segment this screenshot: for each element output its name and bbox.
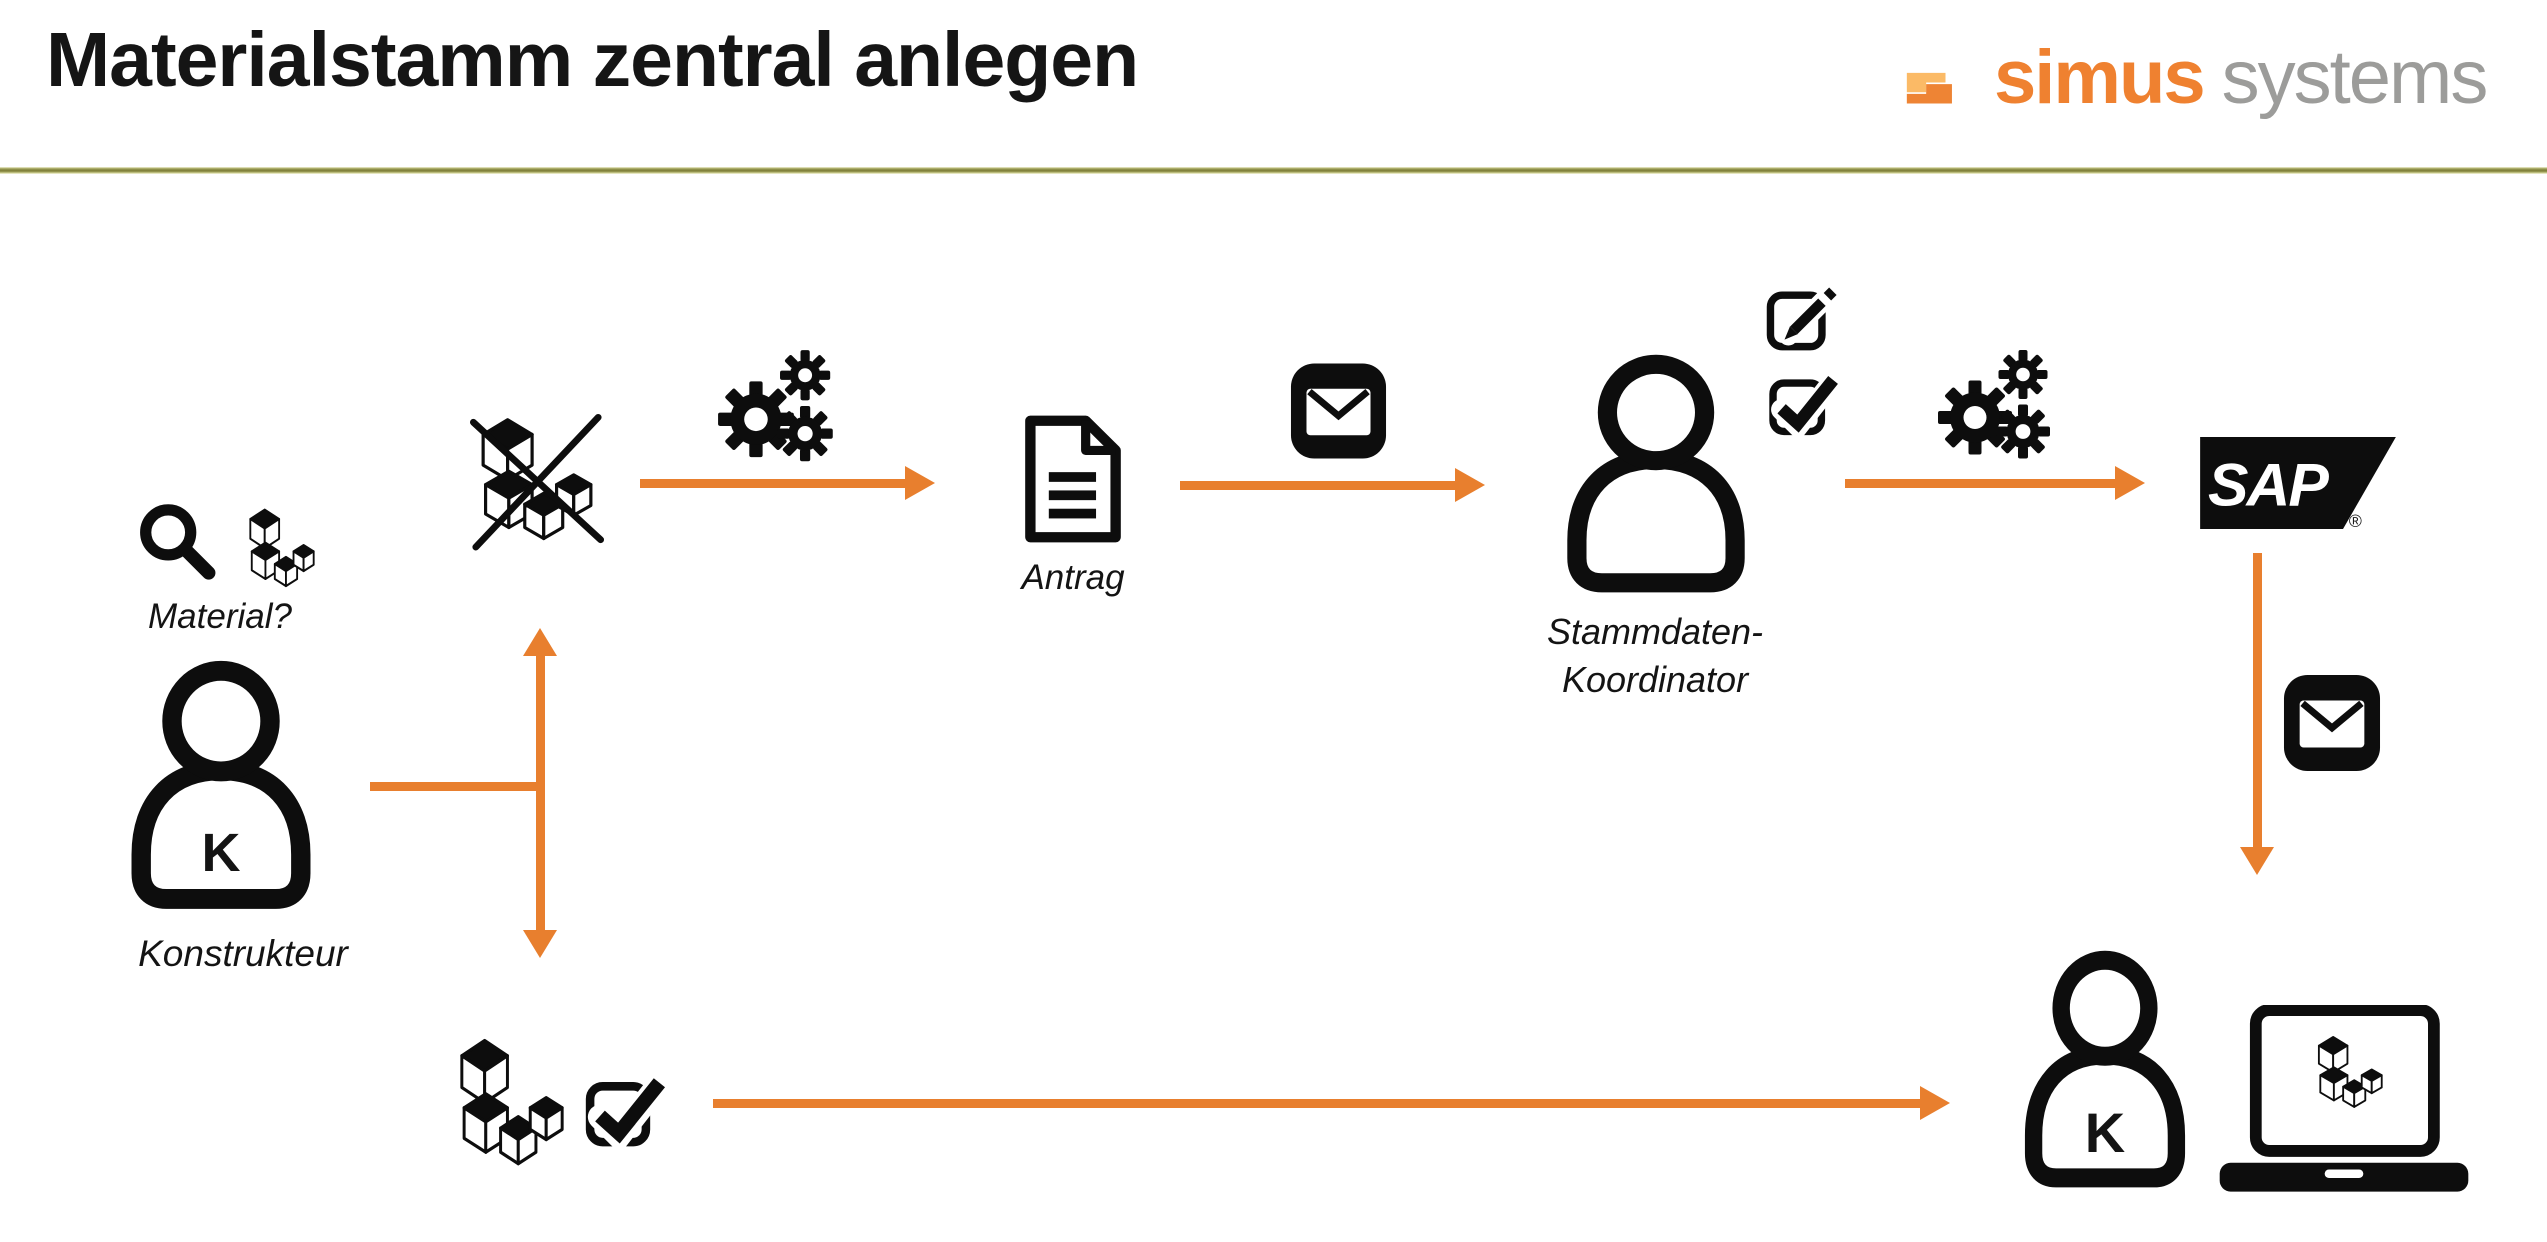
arrow-shaft [1845, 478, 2115, 488]
material-question-label: Material? [148, 597, 292, 636]
arrow-material-found-to-konstrukteur [713, 1086, 1950, 1120]
arrow-shaft [2252, 553, 2262, 847]
arrow-head [2240, 847, 2274, 875]
sap-logo: SAP ® [2200, 437, 2396, 529]
koordinator-person-icon [1543, 352, 1769, 603]
company-logo: simus systems [1902, 36, 2507, 146]
material-cubes-icon [246, 508, 318, 590]
arrow-head [2115, 466, 2145, 500]
crossed-cubes-icon [466, 410, 608, 552]
arrow-shaft [640, 478, 905, 488]
gears-icon [1935, 348, 2060, 463]
logo-brand: simus [1994, 35, 2206, 120]
konstrukteur-initial: K [201, 823, 241, 883]
sap-registered-mark: ® [2349, 511, 2362, 529]
arrow-antrag-to-koordinator [1180, 468, 1485, 502]
arrow-shaft [1180, 480, 1455, 490]
arrow-head [1455, 468, 1485, 502]
header-divider [0, 167, 2547, 174]
magnifier-icon [133, 500, 225, 590]
connector-konstrukteur [370, 782, 542, 791]
arrow-head [905, 466, 935, 500]
arrow-down-head [523, 930, 557, 958]
laptop-icon [2218, 1005, 2470, 1195]
arrow-missing-material-to-antrag [640, 466, 935, 500]
arrow-up-head [523, 628, 557, 656]
edit-pencil-icon [1763, 278, 1845, 356]
konstrukteur-label: Konstrukteur [138, 933, 348, 974]
recipient-initial: K [2084, 1101, 2126, 1164]
koordinator-label-line1: Stammdaten- [1546, 611, 1764, 652]
envelope-icon [2283, 673, 2381, 773]
page-title: Materialstamm zentral anlegen [46, 17, 1139, 103]
double-arrow-material-exists [523, 628, 557, 958]
koordinator-label: Stammdaten- Koordinator [1505, 608, 1805, 703]
koordinator-label-line2: Koordinator [1561, 658, 1749, 700]
logo-suffix: systems [2221, 35, 2489, 120]
document-icon [1020, 415, 1126, 543]
arrow-koordinator-to-sap [1845, 466, 2145, 500]
arrow-sap-to-konstrukteur [2240, 553, 2274, 875]
logo-text: simus systems [1994, 35, 2489, 120]
envelope-icon [1290, 362, 1387, 460]
material-cubes-icon [455, 1038, 569, 1170]
sap-shape [2200, 437, 2396, 529]
antrag-label: Antrag [1021, 558, 1125, 597]
sap-label: SAP [2208, 451, 2329, 519]
checkbox-check-icon [580, 1062, 674, 1152]
arrow-head [1920, 1086, 1950, 1120]
gears-icon [715, 348, 843, 466]
arrow-shaft [713, 1098, 1920, 1108]
checkbox-check-icon [1765, 362, 1845, 440]
simus-s-mark-icon [1902, 60, 1960, 118]
arrow-shaft [535, 656, 545, 930]
